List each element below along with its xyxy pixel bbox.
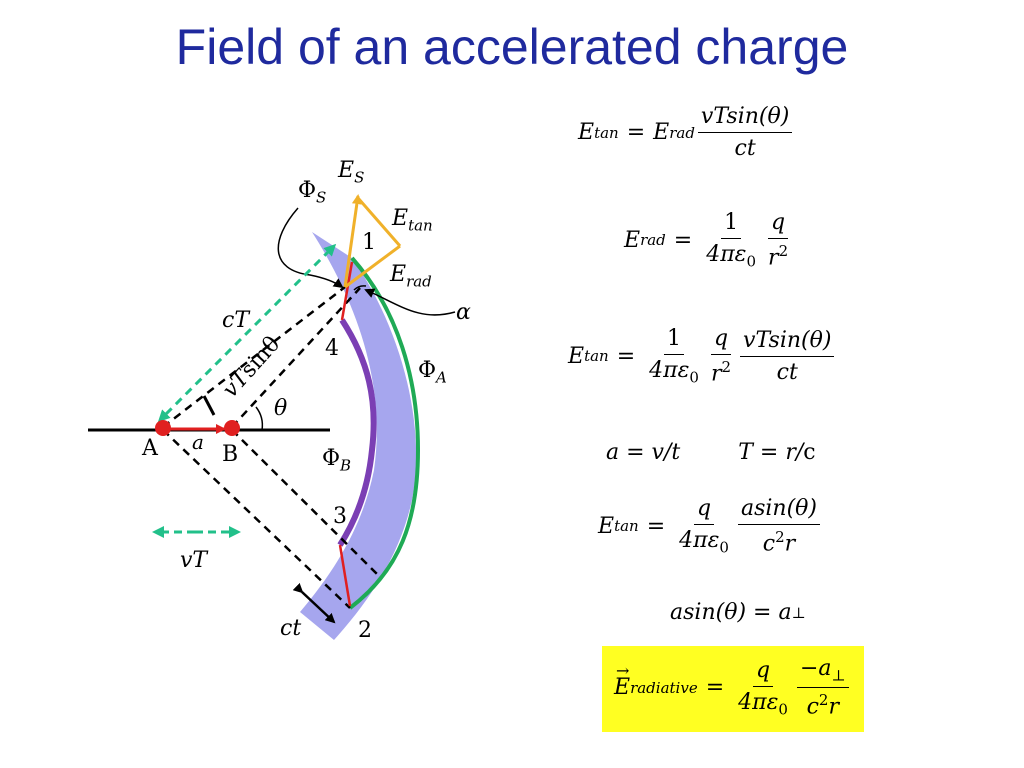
label-point-3: 3: [333, 504, 347, 529]
label-e-s: ES: [338, 158, 365, 187]
ct-guide-arrow: [157, 248, 332, 423]
label-point-b: B: [222, 442, 239, 467]
field-e-rad: [344, 244, 401, 289]
inner-front-phi-b: [337, 318, 377, 547]
label-phi-s: ΦS: [298, 178, 327, 207]
dashed-b-to-4: [231, 287, 361, 428]
dashed-a-to-1: [162, 286, 346, 428]
label-point-4: 4: [325, 336, 339, 361]
label-vt: vT: [180, 548, 208, 573]
field-e-s-arrow: [343, 194, 362, 288]
equation-a-perp: asin(θ) = a⊥: [670, 600, 806, 625]
label-ct-small: ct: [280, 616, 302, 641]
label-phi-b: ΦB: [322, 446, 352, 475]
label-theta: θ: [274, 396, 288, 421]
label-e-tan: Etan: [392, 206, 433, 235]
label-e-rad: Erad: [390, 262, 432, 291]
label-point-a: A: [142, 436, 158, 461]
label-acceleration: a: [192, 430, 204, 454]
field-e-tan: [356, 197, 402, 247]
label-phi-a: ΦA: [418, 358, 447, 387]
equation-definitions: a = v/t T = r/c: [606, 440, 816, 465]
charge-point-b: [224, 420, 240, 436]
red-segment-3-2: [338, 544, 352, 607]
label-alpha: α: [456, 300, 471, 325]
dashed-b-to-3: [231, 429, 379, 576]
dashed-a-to-2: [162, 429, 351, 609]
alpha-arc: [353, 285, 367, 291]
red-segment-1-4: [340, 261, 354, 321]
shell-band: [300, 232, 417, 640]
label-point-1: 1: [362, 230, 376, 255]
ct-thickness-arrow: [292, 582, 336, 624]
charge-point-a: [155, 420, 171, 436]
vtsin-tick: [202, 395, 216, 416]
label-point-2: 2: [358, 618, 372, 643]
alpha-leader: [364, 288, 456, 316]
theta-arc: [255, 406, 264, 431]
slide-title: Field of an accelerated charge: [175, 19, 849, 75]
outer-front-phi-a: [348, 256, 421, 610]
label-ct-big: cT: [222, 308, 249, 333]
